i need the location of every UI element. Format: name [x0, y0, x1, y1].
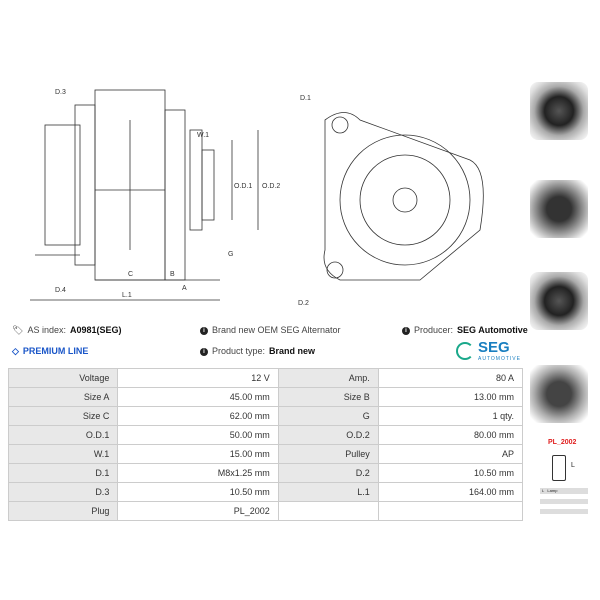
spec-label: W.1: [7, 444, 119, 464]
label-g: G: [228, 251, 233, 258]
spec-value: 50.00 mm: [117, 425, 279, 445]
spec-value: 10.50 mm: [117, 482, 279, 502]
label-od2: O.D.2: [262, 183, 280, 190]
spec-value: [377, 501, 524, 521]
product-photo-front[interactable]: [530, 82, 588, 140]
diamond-icon: ◇: [12, 346, 19, 356]
plug-icon: [552, 455, 566, 481]
label-l1: L.1: [122, 292, 132, 299]
label-a: A: [182, 285, 187, 292]
spec-value: 1 qty.: [377, 406, 524, 426]
plug-name: PL_2002: [548, 439, 577, 446]
product-photo-rear[interactable]: [530, 272, 588, 330]
spec-label: Amp.: [277, 368, 379, 388]
label-d4: D.4: [55, 287, 66, 294]
label-c: C: [128, 271, 133, 278]
spec-label: [277, 501, 379, 521]
info-icon: i: [200, 326, 208, 335]
spec-value: 45.00 mm: [117, 387, 279, 407]
premium-line-badge: ◇PREMIUM LINE: [12, 346, 89, 356]
product-photo-angle[interactable]: [530, 365, 588, 423]
plug-pin-row: L Lamp: [540, 488, 588, 494]
spec-label: Size A: [7, 387, 119, 407]
spec-value: AP: [377, 444, 524, 464]
spec-value: 164.00 mm: [377, 482, 524, 502]
spec-value: 13.00 mm: [377, 387, 524, 407]
plug-pin: L: [571, 462, 575, 469]
label-d1: D.1: [300, 95, 311, 102]
spec-value: M8x1.25 mm: [117, 463, 279, 483]
dimension-drawing: D.3 D.4 W.1 O.D.1 O.D.2 G C B A L.1 D.1 …: [30, 89, 484, 307]
spec-label: Size C: [7, 406, 119, 426]
spec-value: PL_2002: [117, 501, 279, 521]
spec-value: 80 A: [377, 368, 524, 388]
seg-logo-ring: [456, 341, 474, 360]
plug-pin-row-empty: [540, 499, 588, 504]
spec-label: D.2: [277, 463, 379, 483]
as-index: 🏷AS index:A0981(SEG): [12, 325, 122, 335]
spec-label: Voltage: [7, 368, 119, 388]
label-w1: W.1: [197, 132, 209, 139]
tag-icon: 🏷: [12, 325, 24, 335]
spec-value: 62.00 mm: [117, 406, 279, 426]
label-d2: D.2: [298, 300, 309, 307]
front-view: [323, 112, 484, 281]
spec-value: 12 V: [117, 368, 279, 388]
spec-label: O.D.1: [7, 425, 119, 445]
product-photo-side[interactable]: [530, 180, 588, 238]
spec-label: D.3: [7, 482, 119, 502]
spec-value: 10.50 mm: [377, 463, 524, 483]
spec-label: G: [277, 406, 379, 426]
spec-value: 80.00 mm: [377, 425, 524, 445]
info-icon: i: [200, 347, 208, 356]
spec-label: Pulley: [277, 444, 379, 464]
plug-pin-row-empty: [540, 509, 588, 514]
spec-label: D.1: [7, 463, 119, 483]
spec-value: 15.00 mm: [117, 444, 279, 464]
label-od1: O.D.1: [234, 183, 252, 190]
spec-label: Size B: [277, 387, 379, 407]
side-view: [30, 89, 259, 301]
spec-label: O.D.2: [277, 425, 379, 445]
spec-label: Plug: [7, 501, 119, 521]
spec-label: L.1: [277, 482, 379, 502]
label-d3: D.3: [55, 89, 66, 96]
label-b: B: [170, 271, 175, 278]
info-icon: i: [402, 326, 410, 335]
